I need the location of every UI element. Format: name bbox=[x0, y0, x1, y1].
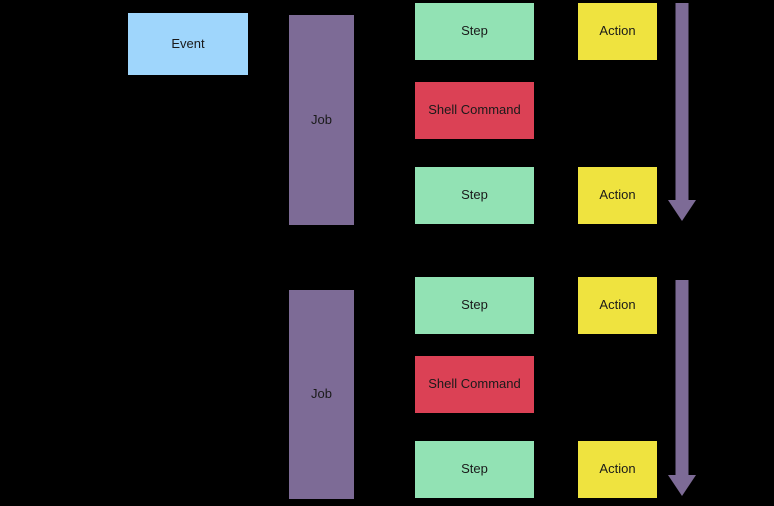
node-label-step-3: Step bbox=[461, 297, 488, 313]
node-label-step-1: Step bbox=[461, 23, 488, 39]
node-step-2[interactable]: Step bbox=[415, 167, 534, 224]
node-label-action-3: Action bbox=[599, 297, 636, 313]
node-job-1[interactable]: Job bbox=[289, 15, 354, 225]
node-label-action-4: Action bbox=[599, 461, 636, 477]
node-action-2[interactable]: Action bbox=[578, 167, 657, 224]
flow-arrow-1-down-icon bbox=[666, 3, 698, 221]
node-label-event-1: Event bbox=[171, 35, 205, 51]
node-label-shell-2: Shell Command bbox=[428, 376, 521, 392]
node-job-2[interactable]: Job bbox=[289, 290, 354, 499]
node-label-step-4: Step bbox=[461, 461, 488, 477]
node-label-job-2: Job bbox=[311, 386, 332, 402]
node-step-3[interactable]: Step bbox=[415, 277, 534, 334]
node-label-step-2: Step bbox=[461, 187, 488, 203]
node-shell-1[interactable]: Shell Command bbox=[415, 82, 534, 139]
node-label-job-1: Job bbox=[311, 111, 332, 127]
node-event-1[interactable]: Event bbox=[128, 13, 248, 75]
node-label-action-2: Action bbox=[599, 187, 636, 203]
node-action-4[interactable]: Action bbox=[578, 441, 657, 498]
node-label-shell-1: Shell Command bbox=[428, 102, 521, 118]
node-shell-2[interactable]: Shell Command bbox=[415, 356, 534, 413]
node-step-1[interactable]: Step bbox=[415, 3, 534, 60]
node-action-1[interactable]: Action bbox=[578, 3, 657, 60]
node-step-4[interactable]: Step bbox=[415, 441, 534, 498]
node-action-3[interactable]: Action bbox=[578, 277, 657, 334]
node-label-action-1: Action bbox=[599, 23, 636, 39]
flow-arrow-2-down-icon bbox=[666, 280, 698, 496]
